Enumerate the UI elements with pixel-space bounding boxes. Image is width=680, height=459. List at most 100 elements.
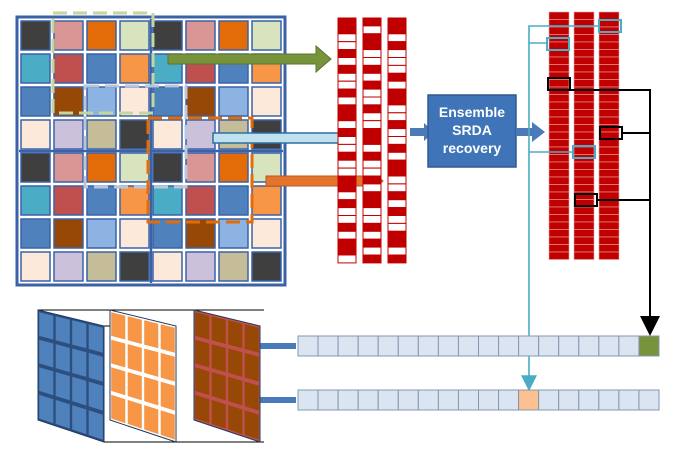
- plate-tile: [72, 320, 87, 349]
- plate-tile: [111, 367, 126, 396]
- pixel-cell: [377, 335, 399, 357]
- pixel-cell: [457, 335, 480, 357]
- patch-window-green: [51, 11, 155, 115]
- recovered-cell: [598, 191, 620, 200]
- vector-cell: [362, 143, 382, 153]
- recovered-cell: [548, 169, 570, 178]
- mosaic-cell: [251, 251, 282, 282]
- vector-cell: [387, 136, 407, 145]
- plate-base: [37, 309, 105, 443]
- plate-tile: [111, 312, 126, 340]
- recovered-cell: [548, 199, 570, 208]
- recovered-cell: [598, 41, 620, 50]
- patch-window-lightblue: [83, 84, 188, 189]
- mosaic-cell: [86, 20, 117, 51]
- recovered-cell: [598, 229, 620, 238]
- mosaic-cell: [119, 53, 150, 84]
- recovered-cell: [548, 79, 570, 88]
- vector-cell: [387, 25, 407, 35]
- plate-tile: [195, 312, 210, 340]
- plate-tile: [160, 324, 175, 353]
- recovered-cell: [548, 56, 570, 65]
- vector-cell: [337, 207, 357, 217]
- plate-tile: [144, 376, 159, 406]
- vector-cell: [362, 72, 382, 82]
- recovered-cell: [598, 109, 620, 118]
- recovered-cell: [573, 116, 595, 125]
- vector-cell: [362, 191, 382, 201]
- pixel-cell: [317, 335, 339, 357]
- vector-cell: [387, 143, 407, 153]
- pixel-cell: [498, 335, 520, 357]
- mosaic-cell: [152, 119, 183, 150]
- vector-cell: [387, 64, 407, 74]
- pixel-cell: [598, 389, 620, 411]
- recovered-cell: [598, 251, 620, 260]
- plate-tile: [111, 339, 126, 368]
- recovered-cell: [598, 184, 620, 193]
- plate-tile: [72, 405, 87, 435]
- vector-cell: [387, 80, 407, 90]
- mosaic-cell: [119, 20, 150, 51]
- vector-cell: [387, 88, 407, 98]
- vector-cell: [337, 41, 357, 51]
- plate-tile: [211, 344, 226, 373]
- mosaic-cell: [119, 185, 150, 216]
- recovered-cell: [548, 229, 570, 238]
- recovered-cell: [598, 221, 620, 230]
- vector-cell: [337, 57, 357, 66]
- pixel-cell: [357, 389, 379, 411]
- recovered-cell: [548, 139, 570, 148]
- vector-cell: [387, 230, 407, 240]
- vector-cell: [337, 25, 357, 35]
- plate-tile: [211, 316, 226, 344]
- plate-tile: [160, 352, 175, 382]
- pixel-cell: [498, 389, 520, 411]
- vector-cell: [387, 246, 407, 256]
- vector-cell: [337, 246, 357, 256]
- vector-cell: [337, 254, 357, 264]
- vector-cell: [337, 136, 357, 145]
- recovered-cell: [573, 169, 595, 178]
- vector-cell: [387, 222, 407, 232]
- recovered-cell: [598, 154, 620, 163]
- recovered-cell: [598, 176, 620, 185]
- mosaic-cell: [53, 86, 84, 117]
- vector-cell: [362, 96, 382, 106]
- recovered-cell: [598, 169, 620, 178]
- mosaic-cell: [152, 152, 183, 183]
- pixel-cell: [317, 389, 339, 411]
- mosaic-cell: [218, 185, 249, 216]
- mosaic-cell: [20, 251, 51, 282]
- pixel-cell: [618, 335, 640, 357]
- pixel-cell: [578, 335, 600, 357]
- recovered-cell: [573, 101, 595, 110]
- vector-cell: [362, 238, 382, 248]
- recovered-cell: [548, 221, 570, 230]
- mosaic-cell: [53, 185, 84, 216]
- recovered-cell: [598, 214, 620, 223]
- mosaic-cell: [185, 119, 216, 150]
- mosaic-cell: [20, 119, 51, 150]
- vector-cell: [362, 183, 382, 193]
- plate-tile: [72, 376, 87, 406]
- plate-tile: [144, 320, 159, 349]
- plate-tile: [55, 372, 70, 401]
- vector-cell: [362, 64, 382, 74]
- plate-blue: [37, 309, 105, 443]
- vector-cell: [337, 96, 357, 106]
- recovered-cell: [548, 124, 570, 133]
- recovered-cell: [573, 64, 595, 73]
- mosaic-cell: [185, 185, 216, 216]
- plate-tile: [88, 381, 103, 411]
- recovered-cell: [598, 94, 620, 103]
- mosaic-cell: [185, 251, 216, 282]
- bar-to-plate-arrows: [240, 339, 296, 407]
- arrow-green-patch: [167, 44, 332, 74]
- vector-cell: [387, 17, 407, 27]
- pixel-cell: [337, 389, 359, 411]
- vector-cell: [362, 222, 382, 232]
- plate-tile: [195, 367, 210, 396]
- cyan-selected-entry: [598, 19, 622, 33]
